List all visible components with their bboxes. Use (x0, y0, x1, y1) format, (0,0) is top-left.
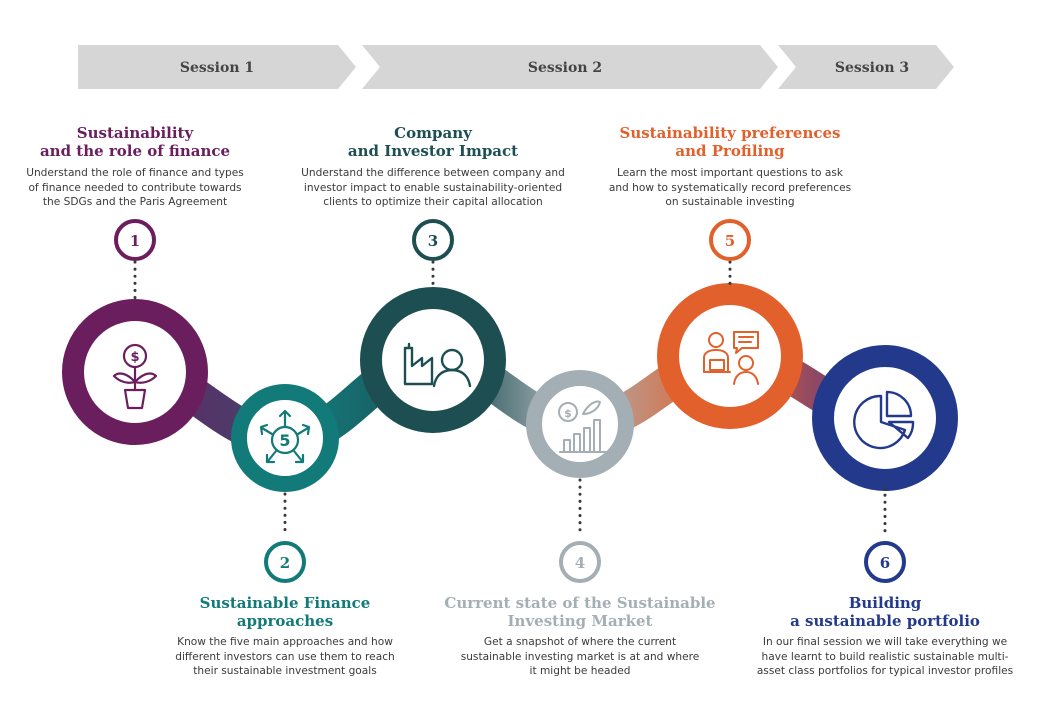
advisor-client-icon (703, 331, 759, 385)
step-2-ring (231, 384, 339, 492)
step-3-number: 3 (428, 232, 438, 250)
growth-chart-icon: $ (558, 400, 607, 453)
session-1-label: Session 1 (180, 60, 254, 76)
step-5-number: 5 (725, 232, 735, 250)
step-6-description: In our final session we will take everyt… (756, 636, 1014, 677)
svg-text:$: $ (564, 407, 572, 420)
step-3-title: Company and Investor Impact (347, 124, 519, 160)
step-4-number: 4 (575, 554, 585, 572)
step-2-title: Sustainable Finance approaches (199, 594, 371, 630)
step-3-number-badge: 3 (412, 219, 454, 261)
step-6-number-badge: 6 (864, 541, 906, 583)
step-1-number: 1 (130, 232, 140, 250)
step-5-description: Learn the most important questions to as… (608, 167, 852, 208)
five-approaches-icon: 5 (259, 409, 311, 464)
step-3-description: Understand the difference between compan… (301, 167, 565, 208)
svg-text:$: $ (130, 350, 139, 365)
session-2-banner (362, 45, 778, 89)
step-6-number: 6 (880, 554, 890, 572)
session-1-banner (78, 45, 356, 89)
step-5-ring (657, 283, 803, 429)
pie-chart-icon (853, 390, 915, 450)
step-6-ring (812, 345, 958, 491)
step-5-number-badge: 5 (709, 219, 751, 261)
step-6-title: Building a sustainable portfolio (790, 594, 980, 630)
svg-text:5: 5 (279, 431, 290, 450)
session-2-label: Session 2 (528, 60, 602, 76)
step-5-title: Sustainability preferences and Profiling (619, 124, 841, 160)
step-2-number: 2 (280, 554, 290, 572)
step-1-title: Sustainability and the role of finance (39, 124, 231, 160)
step-2-description: Know the five main approaches and how di… (175, 636, 395, 677)
factory-investor-icon (403, 342, 472, 388)
money-plant-icon: $ (112, 343, 158, 410)
step-2-number-badge: 2 (264, 541, 306, 583)
step-4-ring (526, 370, 634, 478)
step-4-number-badge: 4 (559, 541, 601, 583)
session-3-label: Session 3 (835, 60, 909, 76)
step-4-description: Get a snapshot of where the current sust… (460, 636, 700, 677)
step-1-number-badge: 1 (114, 219, 156, 261)
session-3-banner (778, 45, 954, 89)
step-1-description: Understand the role of finance and types… (26, 167, 244, 208)
step-4-title: Current state of the Sustainable Investi… (444, 594, 716, 630)
